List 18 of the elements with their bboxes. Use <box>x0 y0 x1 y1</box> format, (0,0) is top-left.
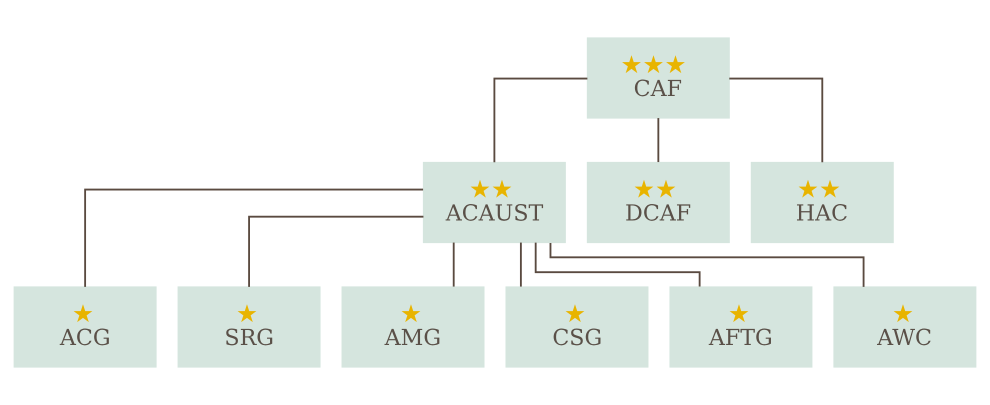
node-box: ★ AMG <box>342 286 485 368</box>
connector <box>452 242 455 287</box>
connector <box>550 242 864 287</box>
node-box: ★★ DCAF <box>586 162 730 244</box>
node-box: ★ ACG <box>14 286 157 368</box>
connector <box>520 242 522 287</box>
connector <box>729 78 824 162</box>
node-box: ★★ ACAUST <box>422 162 566 244</box>
node-box: ★ AFTG <box>669 286 812 368</box>
connector <box>84 188 424 287</box>
node-box: ★ AWC <box>833 286 976 368</box>
node-box: ★★ HAC <box>750 162 894 244</box>
node-box: ★ CSG <box>505 286 648 368</box>
node-box: ★ SRG <box>178 286 321 368</box>
node-box: ★★★ CAF <box>586 37 730 119</box>
connector <box>493 78 588 162</box>
connector <box>248 216 424 287</box>
connector <box>657 118 660 162</box>
